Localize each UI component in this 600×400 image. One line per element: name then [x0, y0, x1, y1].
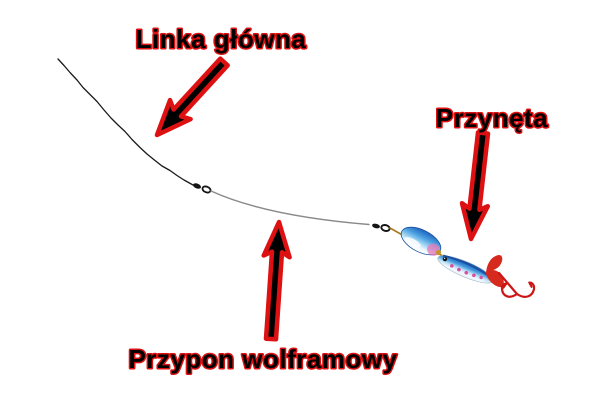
arrow-leader — [261, 219, 292, 342]
arrow-bait — [459, 130, 491, 242]
label-main-line: Linka główna — [136, 24, 307, 54]
main-line — [57, 58, 194, 186]
bead-icon — [435, 249, 442, 256]
label-bait: Przynęta — [436, 103, 548, 133]
spinner-lure — [389, 226, 536, 298]
lure-spots — [450, 264, 483, 280]
label-leader: Przypon wolframowy — [128, 344, 397, 374]
treble-hook — [497, 271, 536, 298]
tail-fin — [486, 254, 504, 288]
snap-swivel-icon — [372, 223, 391, 232]
leader-line — [210, 190, 370, 226]
arrow-main-line — [154, 56, 230, 138]
barrel-swivel-icon — [193, 183, 212, 194]
lure-eye — [442, 256, 448, 262]
